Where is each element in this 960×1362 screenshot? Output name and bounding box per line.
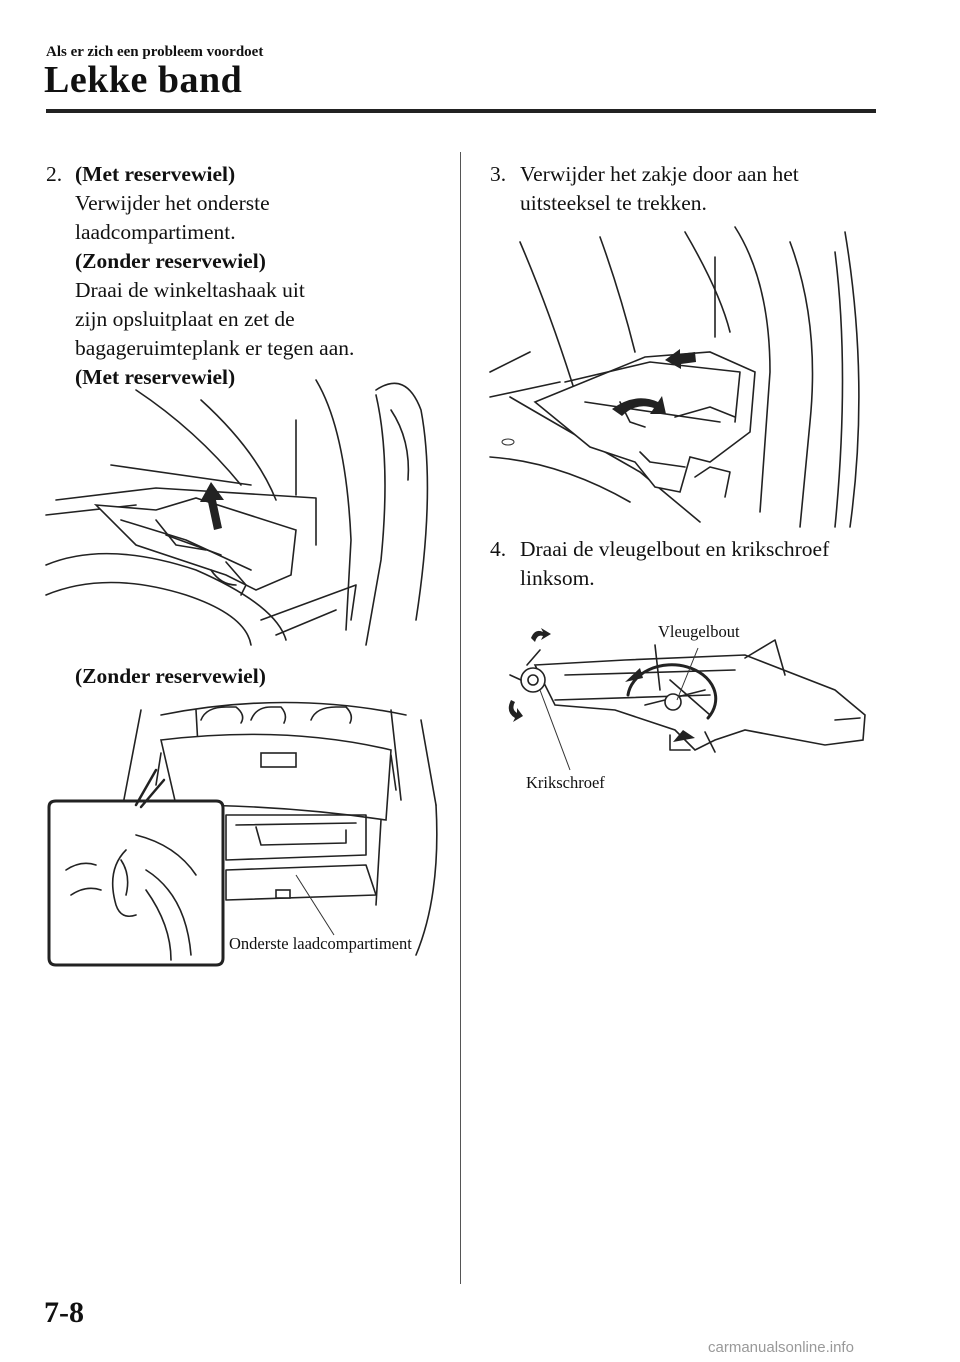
title-rule — [46, 109, 876, 113]
watermark: carmanualsonline.info — [708, 1339, 854, 1356]
column-divider — [460, 152, 461, 1284]
section-label: Als er zich een probleem voordoet — [46, 44, 264, 60]
step-3-text-line-1: Verwijder het zakje door aan het — [520, 162, 799, 186]
illustration-trunk-without-spare — [47, 701, 438, 967]
step-2-text-with-line-1: Verwijder het onderste — [75, 191, 270, 215]
step-2-caption-without: (Zonder reservewiel) — [75, 664, 266, 688]
label-wing-bolt: Vleugelbout — [658, 622, 740, 641]
step-2-text-without-line-2: zijn opsluitplaat en zet de — [75, 307, 295, 331]
step-3-text-line-2: uitsteeksel te trekken. — [520, 191, 707, 215]
step-2-heading-without: (Zonder reservewiel) — [75, 249, 266, 273]
illustration-remove-bag — [489, 226, 860, 528]
label-jack-screw: Krikschroef — [526, 773, 605, 792]
illustration-jack — [508, 628, 866, 771]
step-4-text-line-2: linksom. — [520, 566, 595, 590]
step-4-number: 4. — [490, 537, 507, 561]
step-2-number: 2. — [46, 162, 63, 186]
illustration-trunk-with-spare — [45, 379, 429, 646]
step-3-number: 3. — [490, 162, 507, 186]
step-2-caption-with: (Met reservewiel) — [75, 365, 236, 389]
step-2-heading-with: (Met reservewiel) — [75, 162, 236, 186]
step-2-text-without-line-1: Draai de winkeltashaak uit — [75, 278, 305, 302]
page-title: Lekke band — [44, 59, 243, 101]
page-number: 7-8 — [44, 1296, 84, 1329]
step-4-text-line-1: Draai de vleugelbout en krikschroef — [520, 537, 830, 561]
step-2-text-with-line-2: laadcompartiment. — [75, 220, 236, 244]
label-lower-compartment: Onderste laadcompartiment — [229, 934, 412, 953]
step-2-text-without-line-3: bagageruimteplank er tegen aan. — [75, 336, 355, 360]
